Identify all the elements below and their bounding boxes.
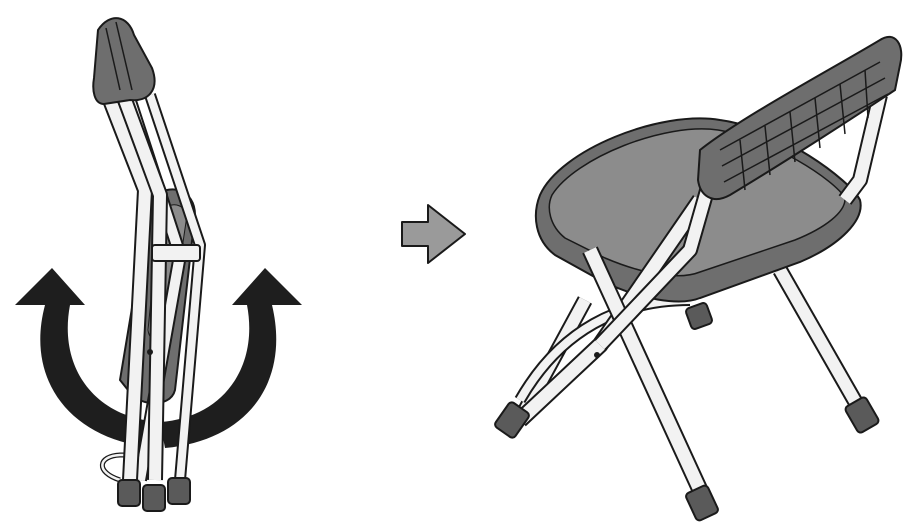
right-arrow-icon [401,204,466,264]
folded-foot-cap [117,479,141,507]
pivot-bolt [594,352,600,358]
curved-arrow-left-icon [15,268,160,448]
folded-hinge-bracket [151,244,201,262]
foot-cap [685,484,719,522]
unfolded-chair [494,35,903,522]
backrest-panel [696,35,903,200]
folded-chair [15,17,302,512]
folded-foot-cap [167,477,191,505]
curved-arrow-right-icon [160,268,302,448]
folded-pivot-bolt [147,349,153,355]
foot-cap [494,401,530,439]
folded-foot-cap [142,484,166,512]
backrest-grid [719,61,889,191]
folded-backrest [92,17,156,106]
foot-cap [844,396,880,434]
